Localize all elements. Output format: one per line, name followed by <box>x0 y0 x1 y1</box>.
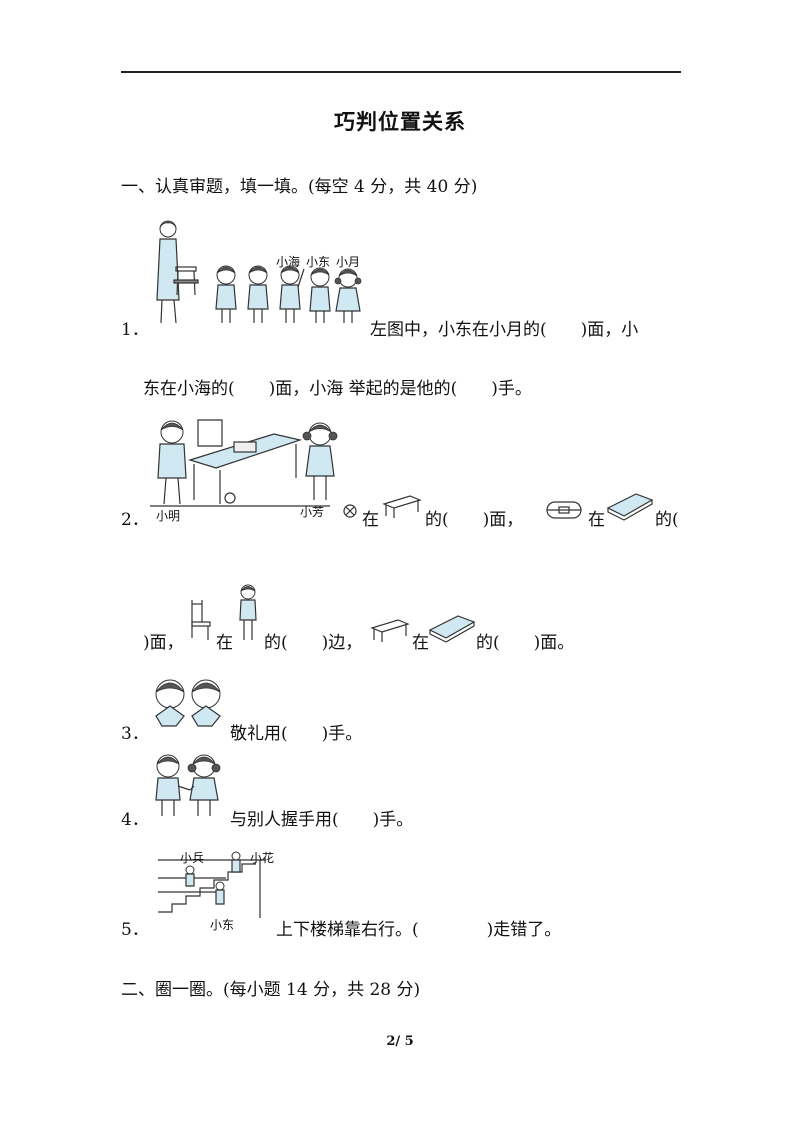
q2-text-d: 的( <box>655 510 679 530</box>
label-xiaohua: 小花 <box>250 851 275 865</box>
q4-text: 与别人握手用( )手。 <box>230 810 414 830</box>
page-number: 2/ 5 <box>386 1034 414 1049</box>
label-xiaoming: 小明 <box>156 509 181 523</box>
chair-icon <box>191 600 211 640</box>
label-xiaodong: 小东 <box>306 255 331 269</box>
page-title: 巧判位置关系 <box>334 110 466 134</box>
q2-illustration <box>150 419 338 507</box>
q2-text-a: 在 <box>362 510 379 530</box>
q2-line2-d: 在 <box>412 633 429 653</box>
q3-text: 敬礼用( )手。 <box>230 724 363 744</box>
label-xiaofang: 小芳 <box>300 505 325 519</box>
label-xiaohai: 小海 <box>276 255 301 269</box>
q2-line2-e: 的( )面。 <box>476 633 575 653</box>
q5-text: 上下楼梯靠右行。( )走错了。 <box>276 920 562 940</box>
book-icon-2 <box>428 615 476 643</box>
label-xiaodong-stairs: 小东 <box>210 918 235 932</box>
label-xiaoyue: 小月 <box>336 255 361 269</box>
q4-number: 4． <box>121 810 149 830</box>
table-icon <box>382 495 422 518</box>
q1-text-line1: 左图中，小东在小月的( )面，小 <box>370 320 639 340</box>
top-rule <box>121 71 681 73</box>
table-icon-2 <box>370 619 410 642</box>
q2-line2-b: 在 <box>216 633 233 653</box>
q1-number: 1． <box>121 320 149 340</box>
book-icon <box>606 493 654 521</box>
q2-line2-a: )面， <box>143 633 184 653</box>
q2-line2-c: 的( )边， <box>264 633 363 653</box>
q1-text-line2: 东在小海的( )面，小海 举起的是他的( )手。 <box>143 379 532 399</box>
q2-number: 2． <box>121 510 149 530</box>
q3-illustration <box>155 679 221 727</box>
q2-text-c: 在 <box>588 510 605 530</box>
q4-illustration <box>155 754 221 816</box>
q5-number: 5． <box>121 920 149 940</box>
section-2-header: 二、圈一圈。(每小题 14 分，共 28 分) <box>121 980 421 1000</box>
ball-icon <box>343 504 357 518</box>
q1-illustration <box>156 220 362 324</box>
pencil-case-icon <box>546 501 582 519</box>
label-xiaobing: 小兵 <box>180 851 205 865</box>
q5-stairs-illustration <box>158 851 266 918</box>
q3-number: 3． <box>121 724 149 744</box>
section-1-header: 一、认真审题，填一填。(每空 4 分，共 40 分) <box>121 177 478 197</box>
q2-text-b: 的( )面， <box>425 510 524 530</box>
boy-icon <box>239 584 257 640</box>
